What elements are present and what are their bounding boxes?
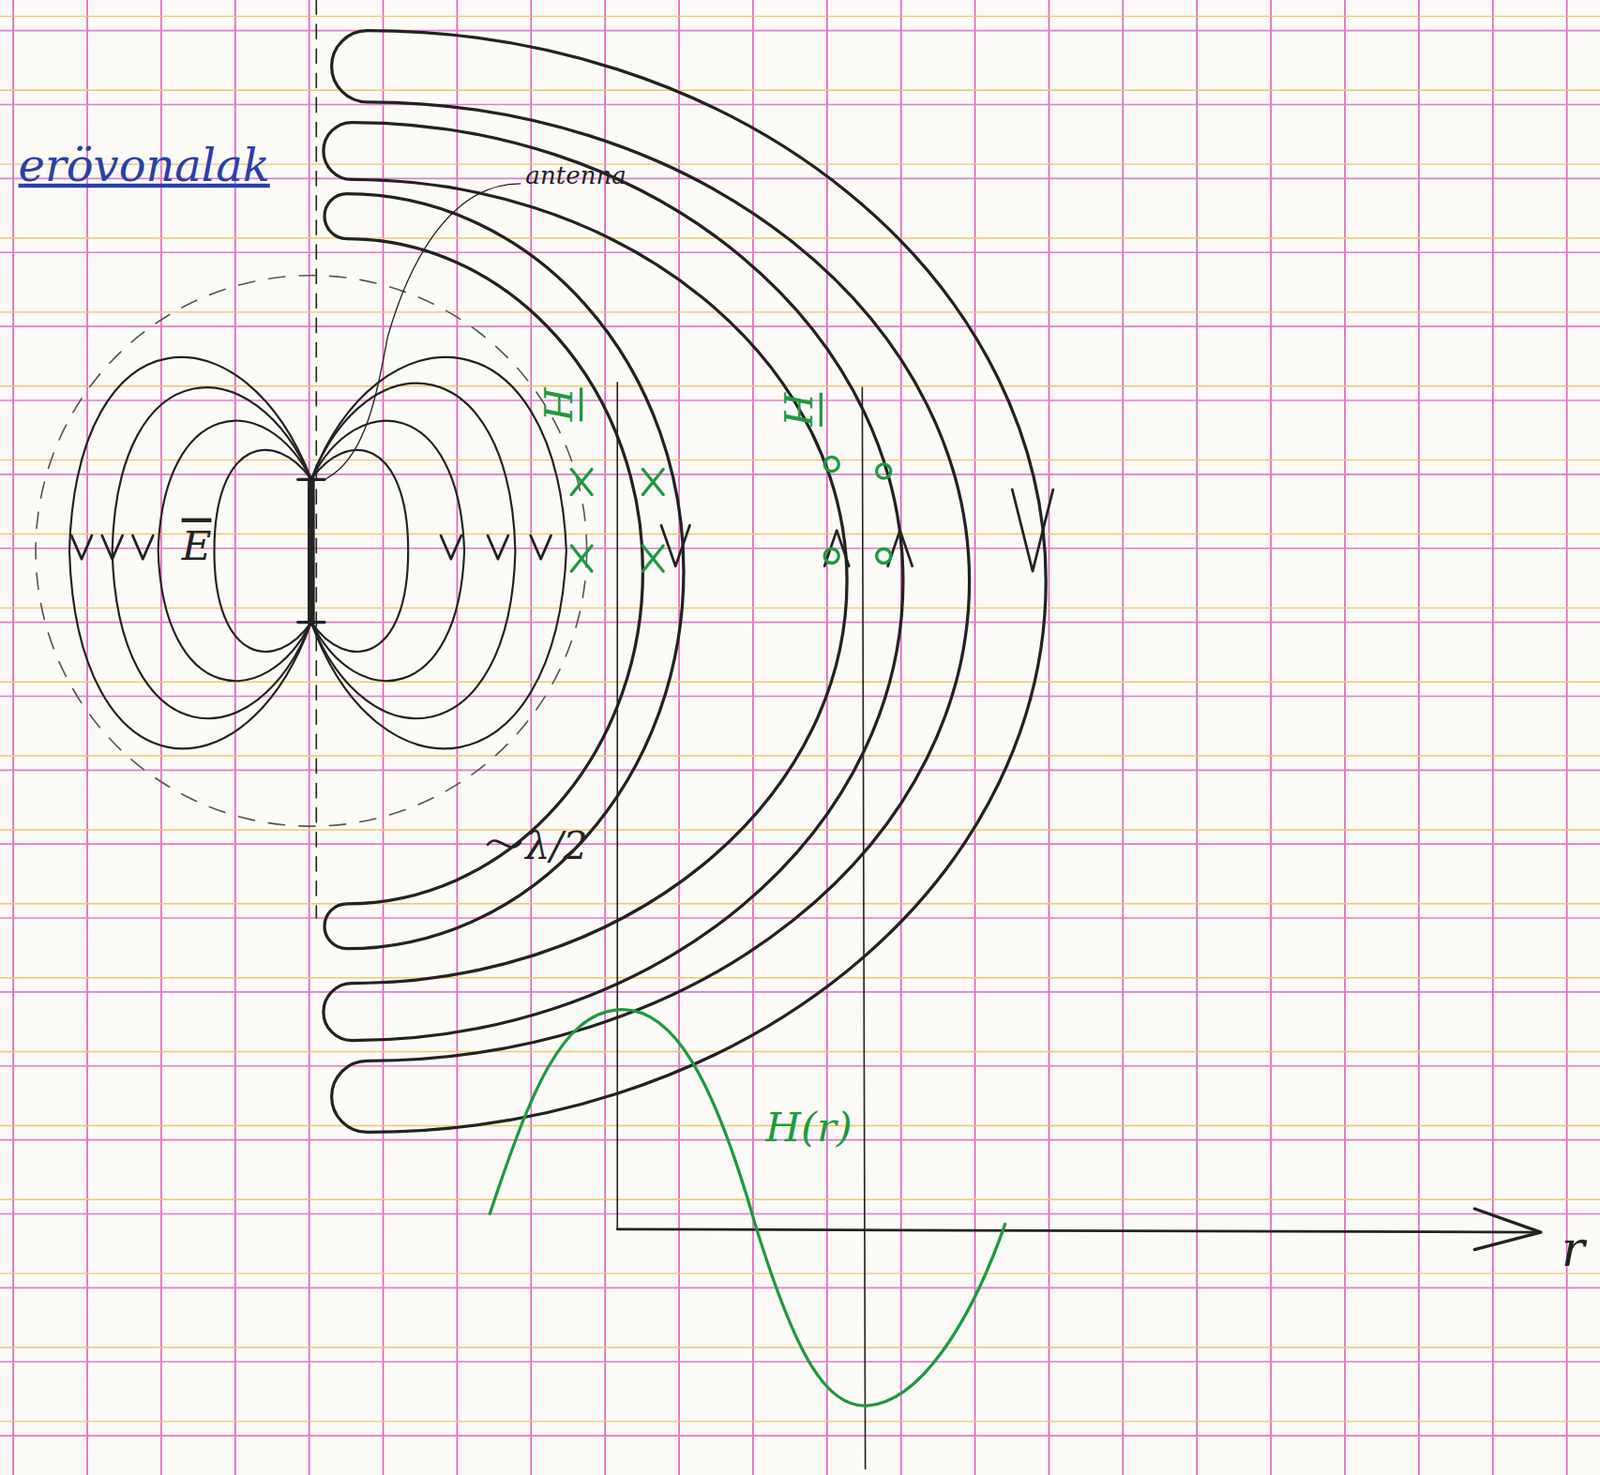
grid-line bbox=[0, 903, 1600, 905]
axis bbox=[861, 387, 865, 1469]
grid-line bbox=[0, 547, 1600, 550]
grid-line bbox=[0, 325, 1600, 328]
grid-line bbox=[678, 0, 680, 1475]
approx-sign bbox=[487, 840, 521, 847]
grid-line bbox=[160, 0, 163, 1475]
field-loops bbox=[323, 30, 1046, 1133]
grid-line bbox=[12, 0, 15, 1475]
curve-label: H(r) bbox=[765, 1106, 853, 1148]
grid-line bbox=[0, 829, 1600, 831]
dimension: λ/2 bbox=[525, 826, 588, 865]
grid-line bbox=[0, 621, 1600, 624]
grid-line bbox=[974, 0, 977, 1475]
grid-line bbox=[0, 1199, 1600, 1201]
field-symbol: E bbox=[181, 525, 212, 567]
grid-line bbox=[529, 0, 532, 1475]
grid-line bbox=[0, 385, 1600, 387]
grid-line bbox=[0, 104, 1600, 106]
symmetry-axis bbox=[315, 0, 317, 919]
grid-line bbox=[752, 0, 755, 1475]
grid-line bbox=[1418, 0, 1420, 1475]
grid-line bbox=[0, 533, 1600, 535]
direction-arrows bbox=[71, 489, 1054, 572]
grid-line bbox=[234, 0, 237, 1475]
grid-line bbox=[0, 1360, 1600, 1363]
grid-line bbox=[0, 977, 1600, 979]
grid-line bbox=[308, 0, 311, 1475]
grid-line bbox=[0, 754, 1600, 756]
heading: erövonalak bbox=[18, 142, 271, 188]
grid-line bbox=[0, 843, 1600, 846]
grid-line bbox=[0, 15, 1600, 17]
grid-line bbox=[1343, 0, 1346, 1475]
grid-line bbox=[900, 0, 903, 1475]
grid-line bbox=[1492, 0, 1495, 1475]
grid-line bbox=[1195, 0, 1198, 1475]
grid-line bbox=[0, 90, 1600, 91]
grid-line bbox=[0, 1213, 1600, 1216]
grid-line bbox=[0, 1287, 1600, 1290]
grid-line bbox=[826, 0, 829, 1475]
grid-line bbox=[0, 607, 1600, 609]
grid-line bbox=[1269, 0, 1272, 1475]
axis bbox=[616, 382, 619, 1230]
grid-line bbox=[0, 30, 1600, 32]
grid-line bbox=[0, 251, 1600, 254]
antenna-label: antenna bbox=[525, 163, 627, 188]
grid-line bbox=[0, 769, 1600, 771]
axis-label: r bbox=[1561, 1223, 1585, 1273]
h-curve bbox=[489, 1010, 1005, 1406]
grid-line bbox=[0, 1434, 1600, 1437]
grid-line bbox=[0, 695, 1600, 698]
grid-line bbox=[0, 473, 1600, 476]
leader-line bbox=[324, 183, 521, 480]
grid-line bbox=[0, 991, 1600, 994]
axis-arrowhead bbox=[1474, 1208, 1541, 1251]
r-axis bbox=[617, 1229, 1536, 1233]
grid-line bbox=[86, 0, 89, 1475]
antenna-symbol bbox=[307, 479, 316, 622]
field-symbol: H bbox=[777, 392, 816, 427]
grid-line bbox=[0, 917, 1600, 920]
grid-line bbox=[1122, 0, 1125, 1475]
grid-line bbox=[0, 1051, 1600, 1053]
grid-line bbox=[0, 1420, 1600, 1422]
grid-line bbox=[382, 0, 385, 1475]
near-field-boundary bbox=[35, 275, 588, 827]
into-page-marks bbox=[571, 468, 664, 572]
field-symbol: H bbox=[537, 387, 576, 422]
grid-line bbox=[0, 1272, 1600, 1274]
field-lines bbox=[69, 357, 567, 750]
grid-line bbox=[0, 1065, 1600, 1068]
grid-line bbox=[0, 237, 1600, 239]
grid-line bbox=[456, 0, 459, 1475]
grid-line bbox=[1048, 0, 1051, 1475]
out-of-page-marks bbox=[824, 456, 891, 563]
